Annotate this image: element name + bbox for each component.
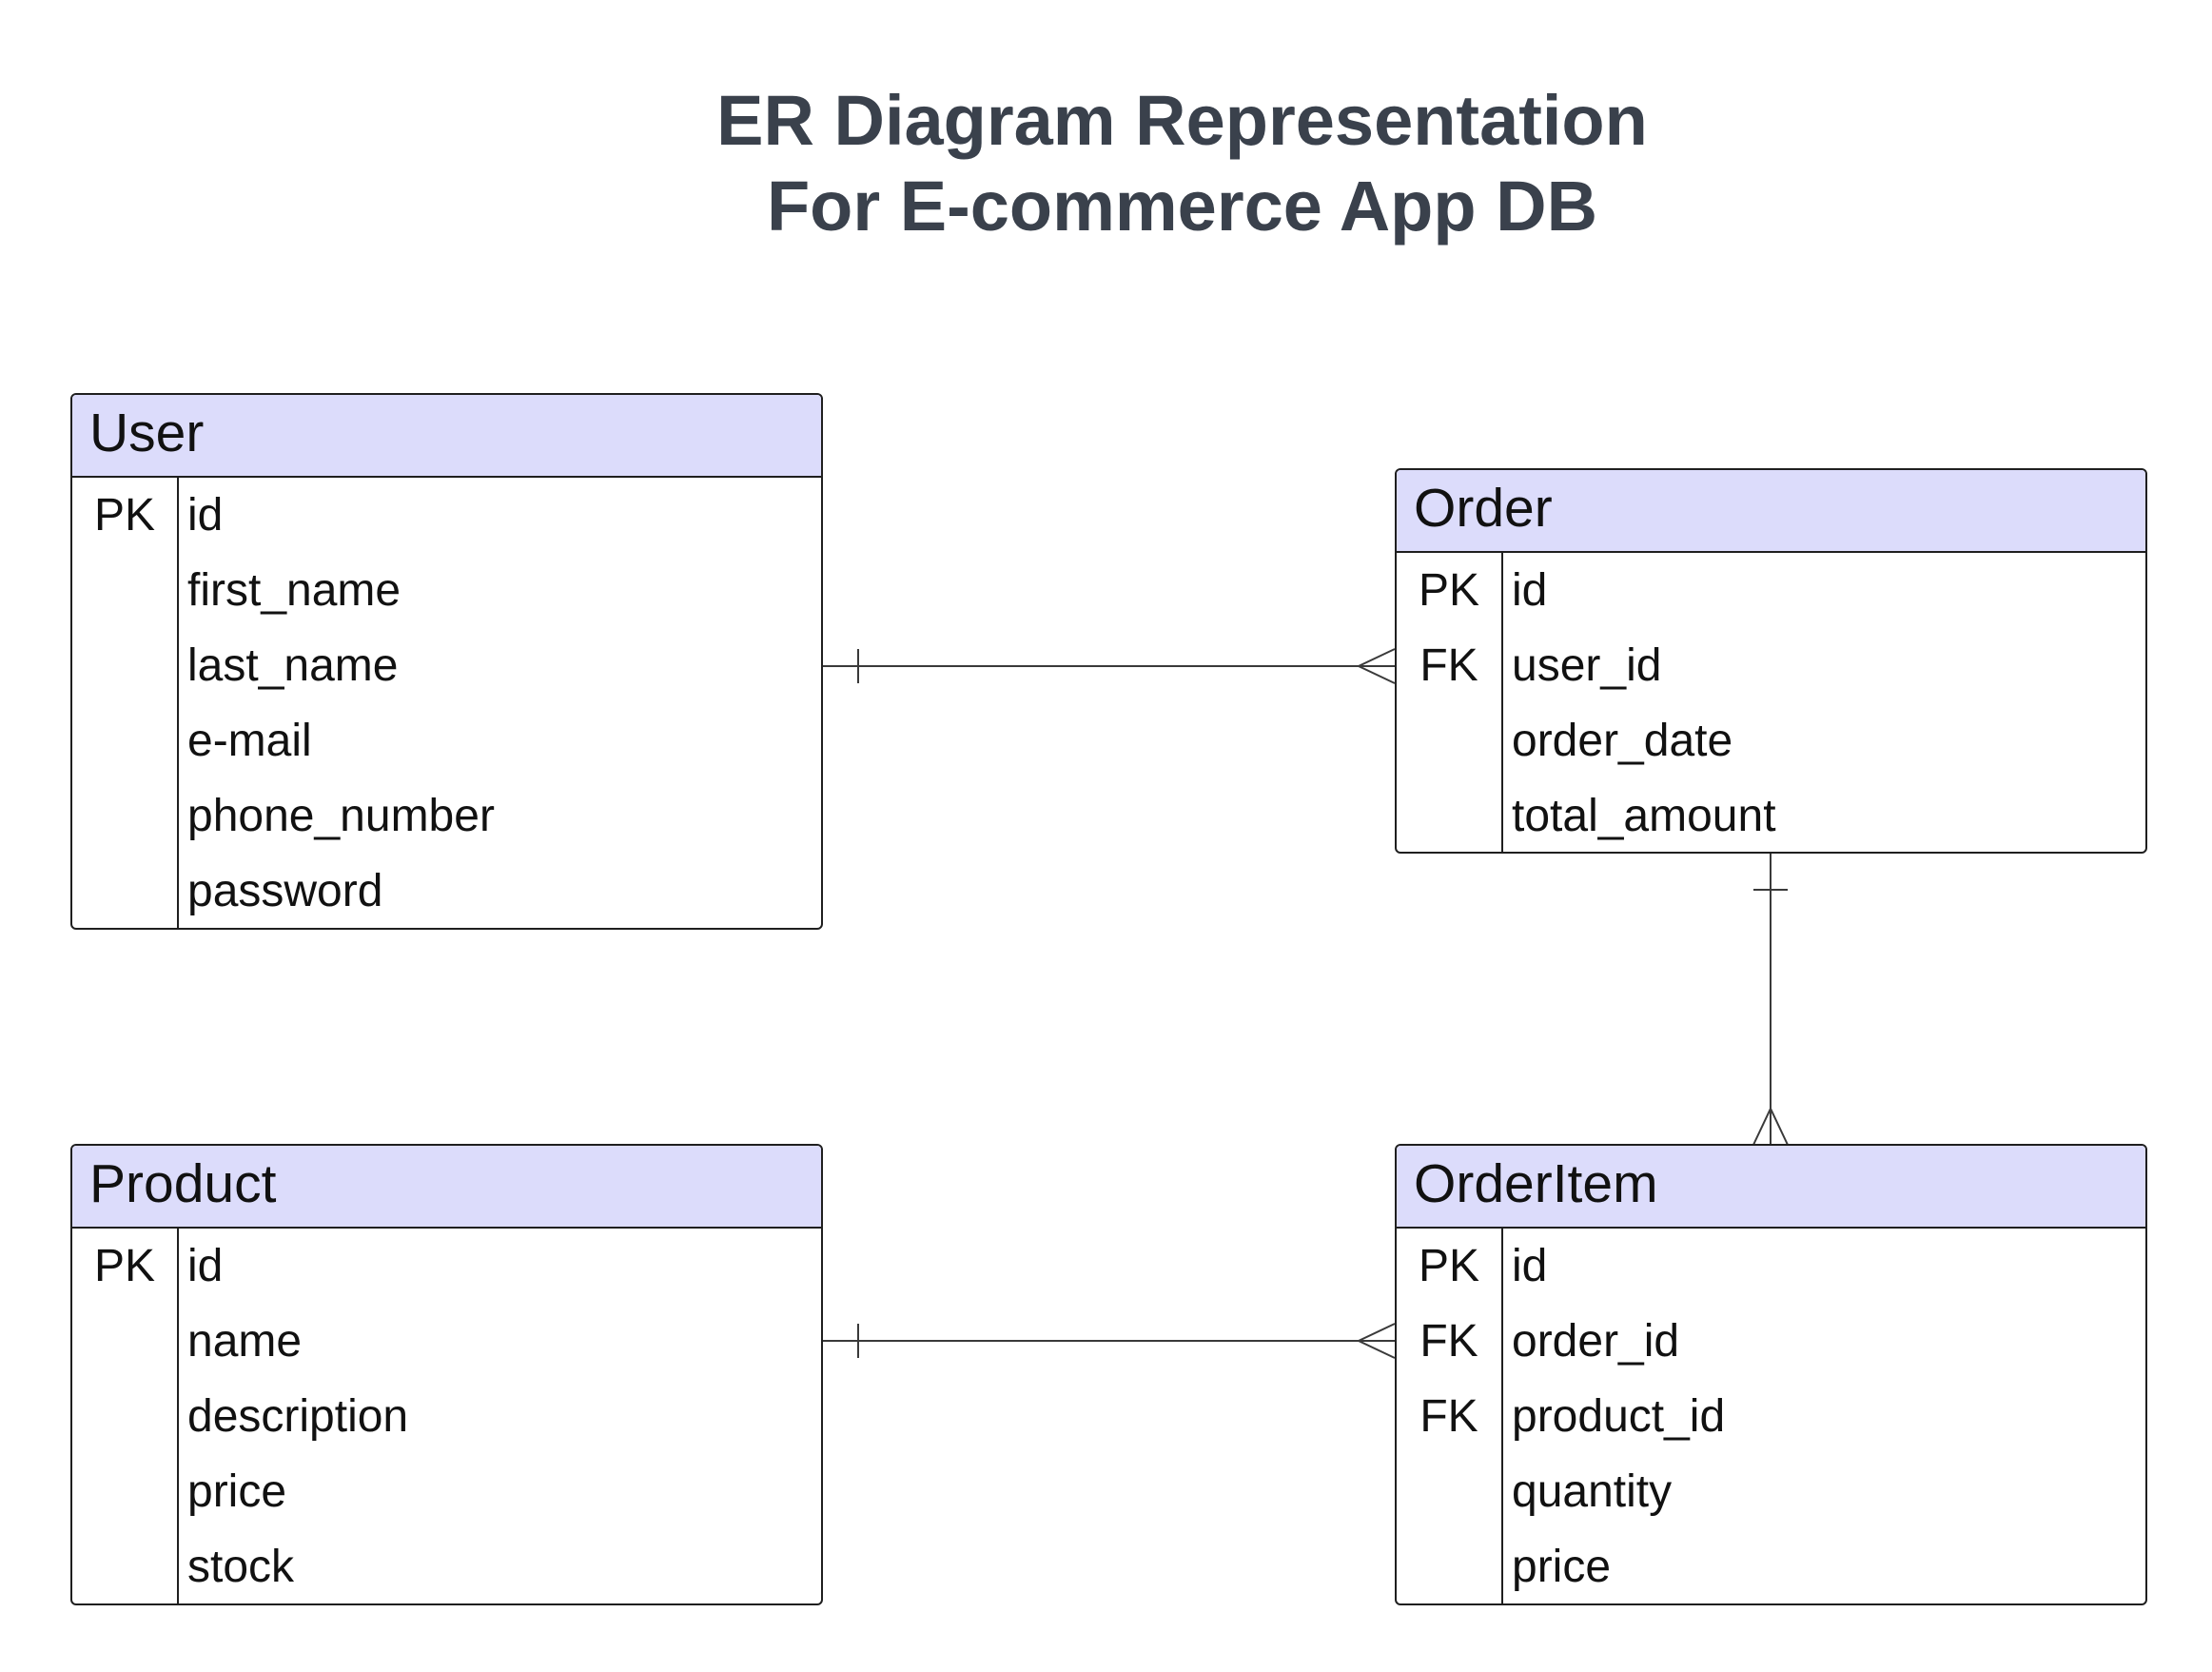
attribute-name: user_id	[1512, 640, 1662, 691]
attribute-row: first_name	[72, 553, 821, 628]
entity-user-header: User	[72, 395, 821, 478]
entity-order-header: Order	[1397, 470, 2145, 553]
attribute-name: id	[187, 1241, 224, 1291]
attribute-key: FK	[1419, 1316, 1478, 1367]
attribute-name: name	[187, 1316, 303, 1367]
attribute-name: quantity	[1512, 1466, 1673, 1517]
crows-foot-marker	[1752, 1106, 1789, 1146]
relationship-order-orderitem	[1752, 853, 1789, 1146]
attribute-name: product_id	[1512, 1391, 1726, 1442]
diagram-title-line-2: For E-commerce App DB	[766, 167, 1598, 246]
attribute-name: order_id	[1512, 1316, 1680, 1367]
attribute-row: total_amount	[1397, 778, 2145, 852]
entity-orderitem[interactable]: OrderItem PK id FK order_id FK product_i…	[1395, 1144, 2147, 1605]
relationship-product-orderitem	[822, 1323, 1396, 1359]
attribute-row: last_name	[72, 628, 821, 703]
attribute-row: PK id	[1397, 553, 2145, 628]
attribute-row: FK order_id	[1397, 1304, 2145, 1379]
attribute-row: price	[1397, 1529, 2145, 1603]
relationship-user-order	[822, 648, 1396, 684]
attribute-name: total_amount	[1512, 791, 1776, 841]
attribute-key: FK	[1419, 640, 1478, 691]
crows-foot-marker	[1356, 1323, 1396, 1359]
attribute-row: password	[72, 854, 821, 928]
attribute-name: first_name	[187, 565, 401, 616]
attribute-name: price	[1512, 1542, 1612, 1592]
attribute-row: e-mail	[72, 703, 821, 778]
attribute-key: PK	[1418, 565, 1480, 616]
entity-user[interactable]: User PK id first_name last_name e-mail p…	[70, 393, 823, 930]
crows-foot-marker	[1356, 648, 1396, 684]
attribute-row: name	[72, 1304, 821, 1379]
attribute-row: phone_number	[72, 778, 821, 854]
attribute-row: price	[72, 1454, 821, 1529]
attribute-name: order_date	[1512, 716, 1733, 766]
attribute-row: quantity	[1397, 1454, 2145, 1529]
attribute-name: password	[187, 866, 383, 916]
attribute-row: PK id	[1397, 1229, 2145, 1304]
attribute-name: description	[187, 1391, 409, 1442]
attribute-key: PK	[1418, 1241, 1480, 1291]
entity-order-attributes: PK id FK user_id order_date total_amount	[1397, 553, 2145, 852]
attribute-name: last_name	[187, 640, 399, 691]
attribute-name: id	[1512, 1241, 1548, 1291]
attribute-name: id	[1512, 565, 1548, 616]
attribute-row: description	[72, 1379, 821, 1454]
entity-orderitem-attributes: PK id FK order_id FK product_id quantity…	[1397, 1229, 2145, 1603]
attribute-key: PK	[93, 490, 156, 541]
entity-orderitem-header: OrderItem	[1397, 1146, 2145, 1229]
attribute-key: FK	[1419, 1391, 1478, 1442]
entity-user-attributes: PK id first_name last_name e-mail phone_…	[72, 478, 821, 928]
entity-product[interactable]: Product PK id name description price sto…	[70, 1144, 823, 1605]
entity-product-header: Product	[72, 1146, 821, 1229]
attribute-name: phone_number	[187, 791, 495, 841]
attribute-row: FK product_id	[1397, 1379, 2145, 1454]
attribute-row: PK id	[72, 1229, 821, 1304]
diagram-title-line-1: ER Diagram Representation	[716, 81, 1648, 160]
attribute-row: stock	[72, 1529, 821, 1603]
attribute-row: PK id	[72, 478, 821, 553]
attribute-name: stock	[187, 1542, 295, 1592]
attribute-name: price	[187, 1466, 287, 1517]
attribute-row: order_date	[1397, 703, 2145, 778]
attribute-name: e-mail	[187, 716, 312, 766]
attribute-row: FK user_id	[1397, 628, 2145, 703]
entity-order[interactable]: Order PK id FK user_id order_date total_…	[1395, 468, 2147, 854]
attribute-key: PK	[93, 1241, 156, 1291]
attribute-name: id	[187, 490, 224, 541]
entity-product-attributes: PK id name description price stock	[72, 1229, 821, 1603]
